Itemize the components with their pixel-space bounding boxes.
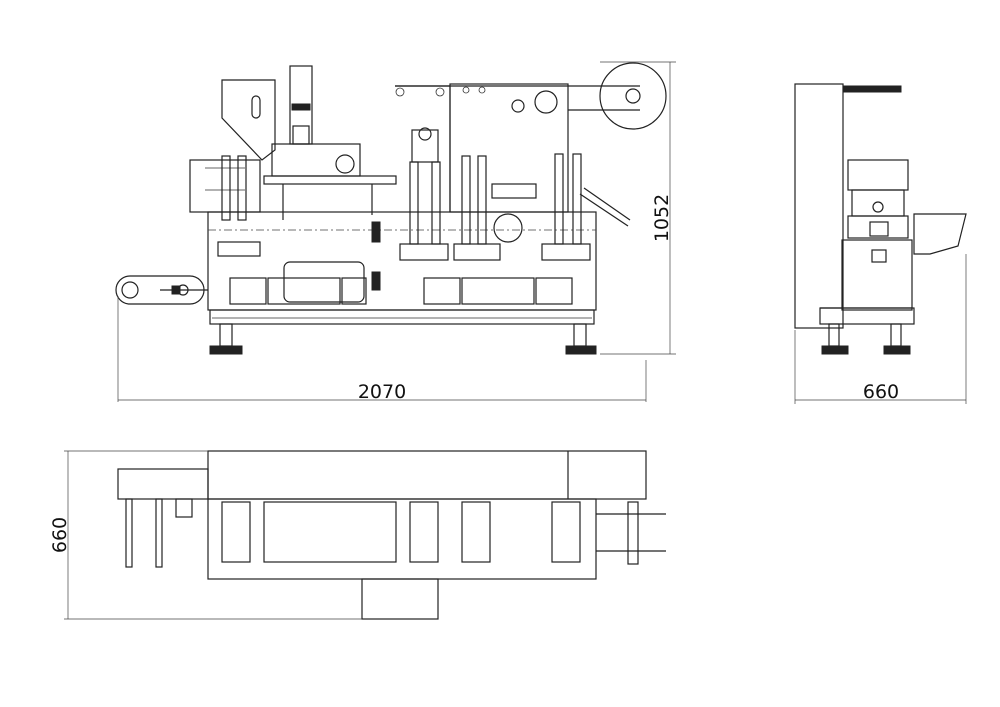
sealing-station <box>399 127 449 261</box>
leveling-foot-left <box>209 323 243 355</box>
film-roll-holder <box>115 275 208 305</box>
front-view <box>115 61 676 402</box>
leveling-foot-right <box>565 323 597 355</box>
side-view <box>794 83 967 404</box>
side-foot-right <box>883 323 911 355</box>
top-frame <box>395 62 667 213</box>
side-foot-left <box>821 323 849 355</box>
top-depth-label: 660 <box>49 517 71 553</box>
side-depth-label: 660 <box>863 381 899 403</box>
height-dimension-label: 1052 <box>651 194 673 242</box>
punching-station <box>541 153 631 261</box>
forming-station <box>189 65 397 257</box>
top-view <box>64 450 666 620</box>
width-dimension-label: 2070 <box>358 381 406 403</box>
cutting-station <box>453 155 523 261</box>
